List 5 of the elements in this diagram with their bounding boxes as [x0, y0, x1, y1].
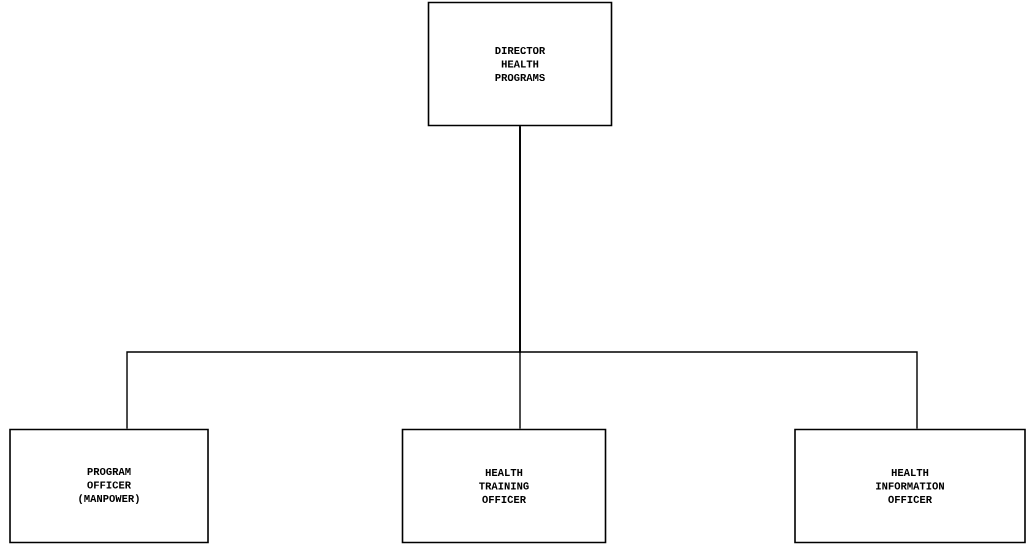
org-box: PROGRAM OFFICER (MANPOWER) — [9, 428, 209, 544]
connector-line — [519, 125, 918, 430]
org-box: HEALTH INFORMATION OFFICER — [794, 428, 1026, 544]
org-box: DIRECTOR HEALTH PROGRAMS — [427, 1, 613, 127]
org-box: HEALTH TRAINING OFFICER — [401, 428, 607, 544]
